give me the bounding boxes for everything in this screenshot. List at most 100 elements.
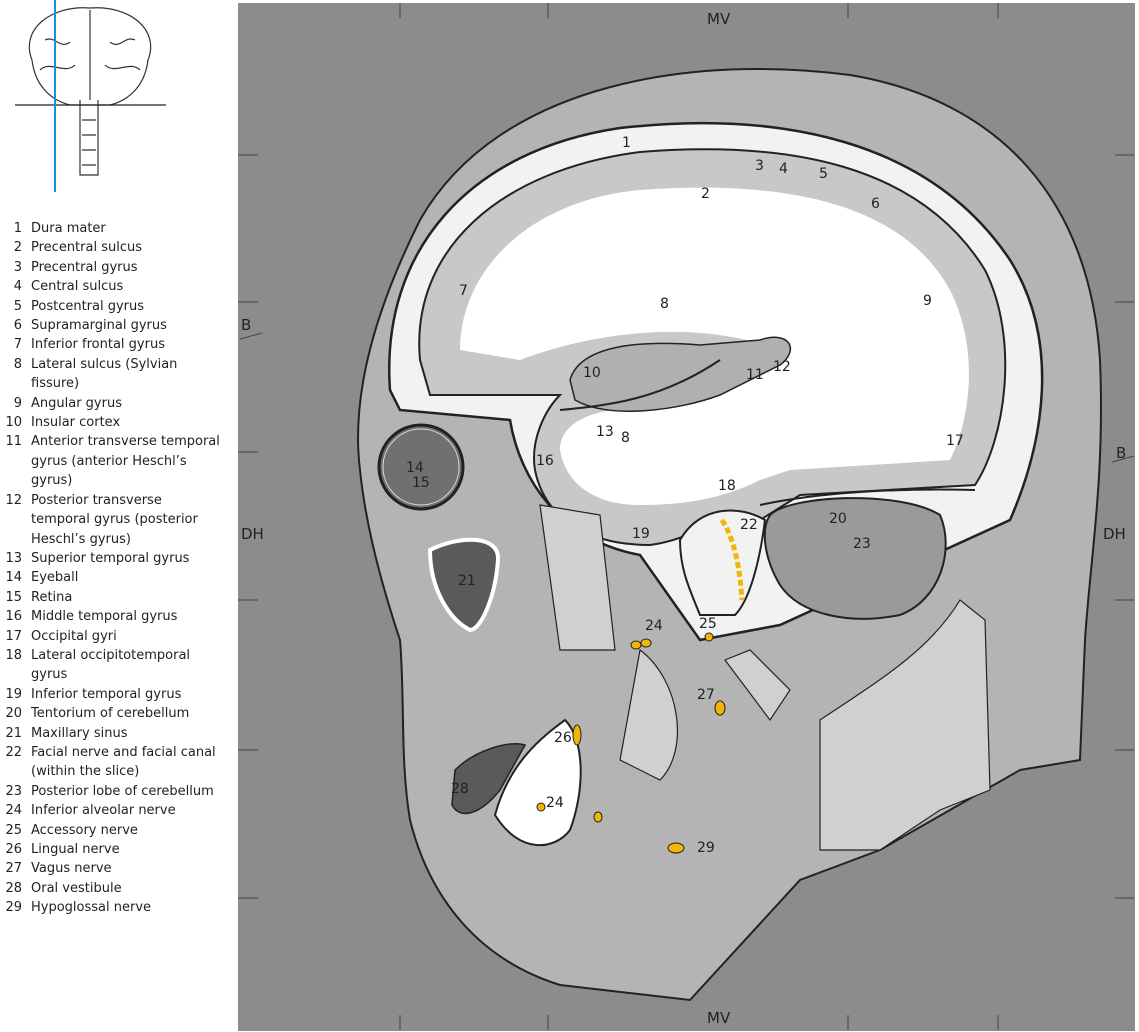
label-12: 12 [773,359,791,375]
orientation-bottom: MV [707,1009,731,1027]
retina [382,428,460,506]
legend-item: 13 Superior temporal gyrus [0,549,232,568]
orientation-right: DH [1103,525,1126,543]
label-26: 26 [554,730,572,746]
mandible [493,718,582,847]
legend-text: Tentorium of cerebellum [31,706,190,722]
legend-item: 12 Posterior transverse temporal gyrus (p… [0,491,232,549]
label-10: 10 [583,365,601,381]
legend-text: Inferior alveolar nerve [31,803,176,819]
legend-item: 15 Retina [0,588,232,607]
legend-text: Oral vestibule [31,880,122,896]
petrous-bone [678,509,767,616]
frame-ticks [238,3,1135,1030]
legend-item: 11 Anterior transverse temporal gyrus (an… [0,432,232,490]
legend-text: Maxillary sinus [31,725,128,741]
legend-text: Dura mater [31,221,106,236]
legend-number: 10 [5,415,22,431]
legend-text: Retina [31,589,73,605]
legend-number: 12 [5,492,22,508]
facial-nerve [719,518,745,601]
label-23: 23 [853,536,871,552]
legend-number: 11 [5,434,22,450]
label-17: 17 [946,433,964,449]
label-21: 21 [458,573,476,589]
accessory-nerve [704,632,714,642]
cerebellum [763,497,947,620]
legend-text: Angular gyrus [31,395,122,411]
legend-number: 4 [13,279,22,295]
label-29: 29 [697,840,715,856]
legend-number: 23 [5,783,22,799]
legend-text: Occipital gyri [31,628,117,644]
legend-number: 27 [5,861,22,877]
label-5: 5 [819,166,828,182]
legend-number: 29 [5,900,22,916]
legend-number: 21 [5,725,22,741]
legend-number: 14 [5,570,22,586]
inferior-alveolar-nerve [630,640,642,650]
legend-item: 9 Angular gyrus [0,394,232,413]
legend-number: 6 [13,318,22,334]
orientation-right-b: B [1116,444,1126,462]
orientation-brain-thumbnail [15,0,166,192]
oral-vestibule [451,743,527,815]
orientation-left: DH [241,525,264,543]
legend-number: 2 [13,240,22,256]
label-22: 22 [740,517,758,533]
eyeball [377,423,465,511]
label-4: 4 [779,161,788,177]
legend-text: Lateral occipitotemporal gyrus [31,647,191,683]
brain-frontal-outline-icon [28,7,152,176]
orientation-left-b: B [241,316,251,334]
legend-number: 24 [5,803,22,819]
label-11: 11 [746,367,764,383]
legend-number: 20 [5,706,22,722]
legend-number: 26 [5,842,22,857]
legend-number: 25 [5,822,22,838]
legend-number: 9 [13,395,22,411]
label-14: 14 [406,460,424,476]
legend-number: 13 [5,550,22,566]
legend-text: Precentral gyrus [31,259,138,275]
legend-text: Anterior transverse temporal gyrus (ante… [31,434,220,489]
legend-text: Insular cortex [31,415,121,431]
hypoglossal-nerve [667,842,685,854]
label-18: 18 [718,478,736,494]
legend-number: 28 [5,880,22,896]
label-25: 25 [699,616,717,632]
legend-text: Posterior transverse temporal gyrus (pos… [31,492,198,547]
lingual-nerve [572,724,582,746]
label-8: 8 [660,296,669,312]
label-6: 6 [871,196,880,212]
legend-item: 10 Insular cortex [0,413,232,432]
label-24: 24 [645,618,663,634]
legend-number: 8 [13,356,22,372]
structure-labels: 1 2 3 4 5 6 7 8 9 10 11 12 13 8 14 15 16… [406,135,964,856]
label-16: 16 [536,453,554,469]
legend-text: Middle temporal gyrus [31,609,178,625]
legend-text: Superior temporal gyrus [31,550,190,566]
legend-text: Supramarginal gyrus [31,318,167,334]
legend-number: 19 [5,686,22,702]
legend-number: 15 [5,589,22,605]
sylvian-fissure [559,359,721,411]
label-27: 27 [697,687,715,703]
label-15: 15 [412,475,430,491]
